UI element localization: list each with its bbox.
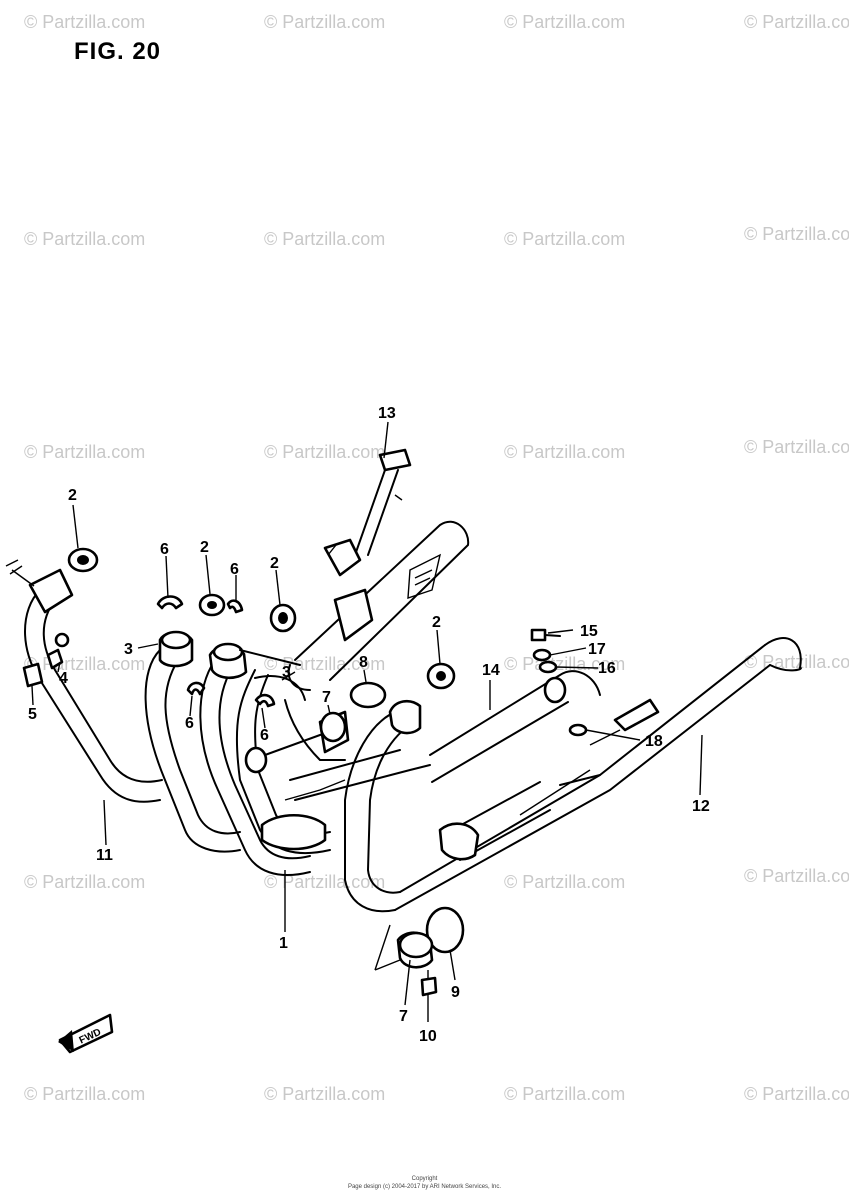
callout-6: 6 (230, 561, 239, 578)
watermark: © Partzilla.com (744, 12, 849, 32)
callout-3: 3 (282, 664, 291, 681)
watermark: © Partzilla.com (504, 872, 625, 892)
bracket-13 (323, 448, 412, 577)
watermark: © Partzilla.com (744, 437, 849, 457)
watermark: © Partzilla.com (264, 654, 385, 674)
callout-4: 4 (59, 670, 68, 687)
callout-2: 2 (200, 539, 209, 556)
muffler-14 (429, 670, 601, 861)
watermark: © Partzilla.com (504, 1084, 625, 1104)
callout-13: 13 (378, 405, 396, 422)
callouts: 1 2 2 2 2 3 3 4 5 6 6 6 6 7 7 8 9 10 11 … (28, 405, 710, 1045)
muffler-12 (344, 637, 802, 913)
leader-lines (31, 421, 703, 1022)
watermark: © Partzilla.com (744, 866, 849, 886)
footer-copyright: Copyright (411, 1176, 438, 1182)
gaskets-2 (67, 547, 456, 690)
watermark: © Partzilla.com (264, 229, 385, 249)
watermark: © Partzilla.com (744, 1084, 849, 1104)
callout-9: 9 (451, 984, 460, 1001)
fasteners (22, 628, 588, 737)
exhaust-pipe-11 (5, 559, 163, 803)
watermark: © Partzilla.com (504, 442, 625, 462)
callout-1: 1 (279, 935, 288, 952)
callout-3: 3 (124, 641, 133, 658)
callout-10: 10 (419, 1028, 437, 1045)
watermark: © Partzilla.com (24, 12, 145, 32)
joint-connectors (318, 681, 422, 754)
lower-clamp (374, 906, 465, 997)
watermark: © Partzilla.com (24, 872, 145, 892)
watermark: © Partzilla.com (264, 12, 385, 32)
watermark: © Partzilla.com (744, 224, 849, 244)
fwd-arrow-icon: FWD (58, 1013, 114, 1054)
callout-11: 11 (96, 847, 113, 864)
watermark: © Partzilla.com (24, 229, 145, 249)
callout-15: 15 (580, 623, 598, 640)
callout-6: 6 (160, 541, 169, 558)
watermark-layer: © Partzilla.com © Partzilla.com © Partzi… (24, 12, 849, 1104)
watermark: © Partzilla.com (504, 12, 625, 32)
watermark: © Partzilla.com (264, 1084, 385, 1104)
watermark: © Partzilla.com (504, 229, 625, 249)
exhaust-pipe-middle-left (144, 630, 241, 853)
callout-16: 16 (598, 660, 616, 677)
callout-14: 14 (482, 662, 500, 679)
figure-title: FIG. 20 (74, 38, 162, 65)
callout-12: 12 (692, 798, 710, 815)
callout-6: 6 (185, 715, 194, 732)
callout-5: 5 (28, 706, 37, 723)
callout-7: 7 (399, 1008, 408, 1025)
parts-drawing: FWD (5, 448, 802, 1054)
muffler-upper (287, 520, 470, 691)
exhaust-pipe-middle (199, 642, 311, 876)
watermark: © Partzilla.com (744, 652, 849, 672)
callout-2: 2 (432, 614, 441, 631)
watermark: © Partzilla.com (264, 872, 385, 892)
callout-6: 6 (260, 727, 269, 744)
footer-page-design: Page design (c) 2004-2017 by ARI Network… (347, 1184, 502, 1190)
callout-18: 18 (645, 733, 663, 750)
watermark: © Partzilla.com (264, 442, 385, 462)
watermark: © Partzilla.com (24, 442, 145, 462)
callout-17: 17 (588, 641, 606, 658)
callout-7: 7 (322, 689, 331, 706)
exhaust-pipe-1 (235, 649, 346, 854)
callout-8: 8 (359, 654, 368, 671)
scanned-header-text (0, 0, 430, 46)
watermark: © Partzilla.com (504, 654, 625, 674)
callout-2: 2 (68, 487, 77, 504)
callout-2: 2 (270, 555, 279, 572)
watermark: © Partzilla.com (24, 1084, 145, 1104)
retainers-6 (156, 595, 276, 708)
